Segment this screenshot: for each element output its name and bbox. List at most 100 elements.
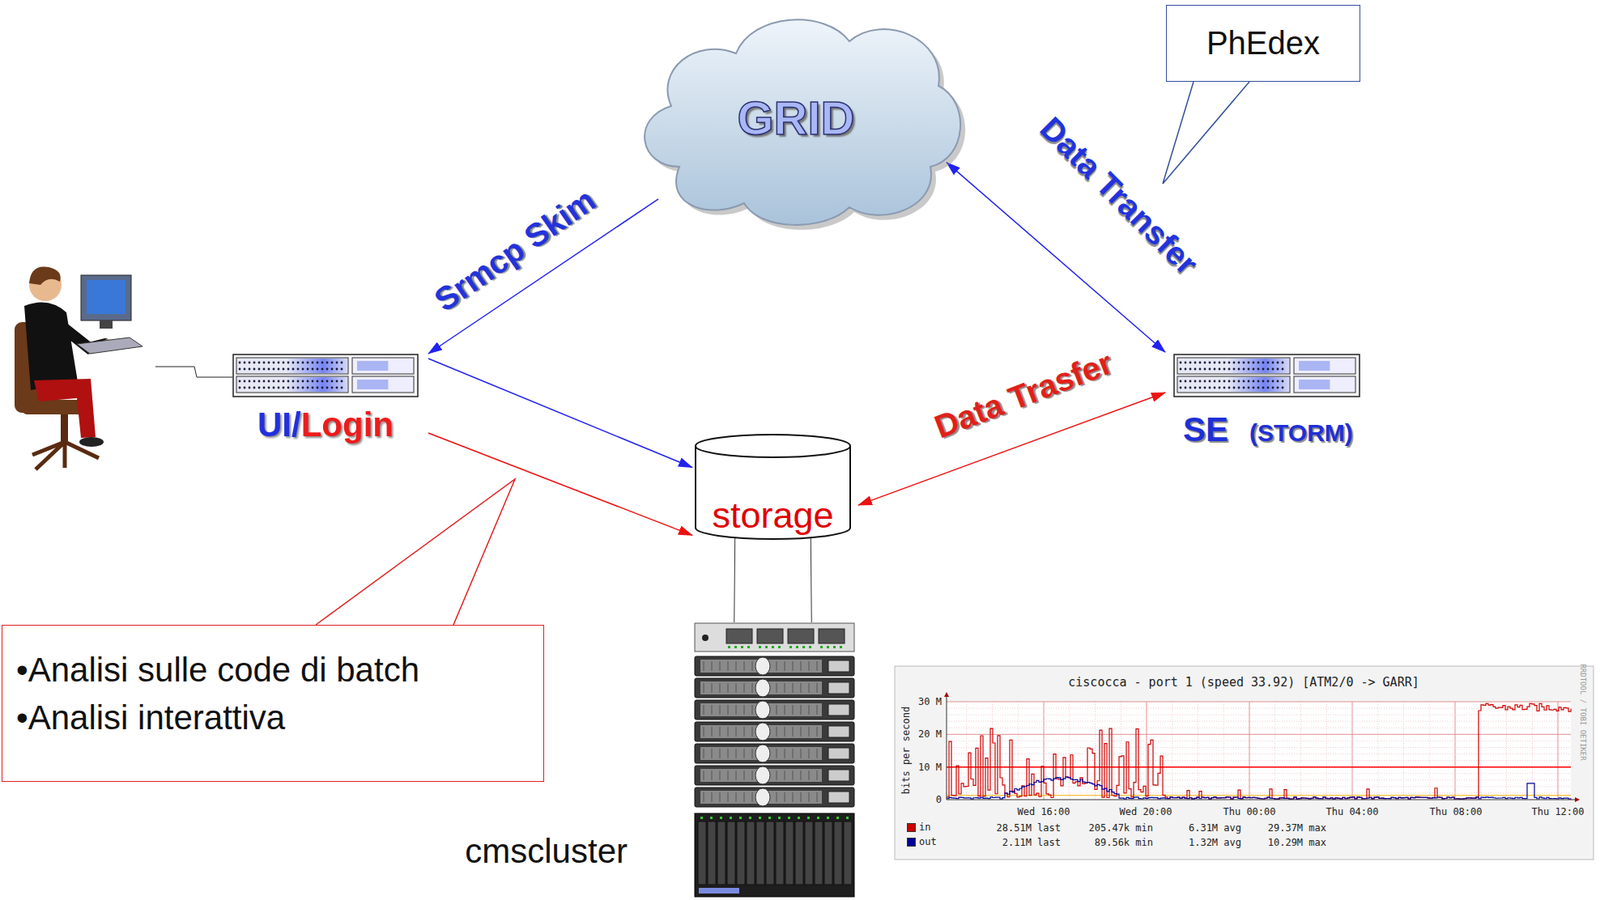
threshold-line bbox=[946, 766, 1571, 769]
blade-led bbox=[797, 817, 800, 820]
vent-dot bbox=[1179, 380, 1183, 383]
vent-dot bbox=[1184, 361, 1188, 365]
blade-led bbox=[700, 817, 703, 820]
vent-dot bbox=[340, 361, 344, 365]
grille-slot bbox=[784, 792, 786, 803]
vent-dot bbox=[326, 387, 329, 390]
port-led bbox=[727, 646, 731, 649]
grid-line bbox=[991, 702, 993, 800]
port-led bbox=[778, 646, 781, 649]
chart-label: bits per second bbox=[900, 706, 912, 795]
grille-slot bbox=[752, 748, 754, 759]
grille-slot bbox=[752, 683, 754, 694]
vent-dot bbox=[1272, 380, 1275, 383]
panel bbox=[352, 357, 414, 375]
switch-ports bbox=[787, 629, 814, 644]
vent-dot bbox=[297, 380, 300, 383]
grille-slot bbox=[727, 661, 729, 672]
grille-slot bbox=[800, 727, 802, 737]
vent-dot bbox=[277, 368, 281, 371]
legend-swatch bbox=[906, 823, 916, 833]
grille-slot bbox=[719, 705, 721, 715]
vent-dot bbox=[331, 361, 334, 365]
panel bbox=[1293, 376, 1356, 393]
vent-dot bbox=[258, 361, 261, 365]
vent-dot bbox=[1204, 361, 1207, 365]
grille-slot bbox=[736, 705, 737, 715]
grid-line bbox=[1120, 702, 1122, 800]
axis-arrow bbox=[1574, 797, 1580, 803]
grille-slot bbox=[817, 705, 818, 715]
vent-dot bbox=[1199, 380, 1202, 383]
vent-dot bbox=[243, 368, 247, 371]
server-bay bbox=[828, 791, 850, 804]
chassis-bar bbox=[698, 888, 740, 894]
port-led bbox=[808, 646, 812, 649]
blade bbox=[785, 821, 794, 886]
legend-text: in bbox=[919, 821, 931, 834]
vent-dot bbox=[248, 380, 252, 383]
blade bbox=[814, 821, 823, 886]
grille-slot bbox=[800, 683, 802, 694]
grille-slot bbox=[703, 683, 705, 694]
blade bbox=[717, 821, 726, 886]
vent-dot bbox=[311, 387, 315, 390]
grille-slot bbox=[719, 683, 721, 694]
grille-slot bbox=[808, 748, 810, 759]
grille-slot bbox=[808, 792, 810, 803]
grille-slot bbox=[736, 727, 737, 737]
grille-slot bbox=[703, 748, 705, 759]
blade bbox=[843, 821, 852, 886]
vent-dot bbox=[263, 387, 266, 390]
server-unit bbox=[694, 765, 855, 786]
vent-dot bbox=[248, 387, 252, 390]
grille-slot bbox=[817, 770, 818, 781]
grid-line bbox=[946, 786, 1571, 788]
port-led bbox=[747, 646, 750, 649]
grille-slot bbox=[752, 727, 754, 737]
grille-slot bbox=[744, 792, 745, 803]
blade bbox=[834, 821, 843, 886]
vent-dot bbox=[1208, 380, 1212, 383]
grille-slot bbox=[703, 661, 705, 672]
grille-slot bbox=[800, 748, 802, 759]
monitor-stand bbox=[99, 320, 113, 329]
vent-dot bbox=[1262, 380, 1265, 383]
switch bbox=[694, 623, 855, 652]
legend-text: out bbox=[919, 836, 937, 848]
vent-dot bbox=[1189, 368, 1192, 371]
vent-dot bbox=[1228, 368, 1231, 371]
axis bbox=[946, 800, 1576, 801]
grid-line bbox=[1377, 702, 1379, 800]
vent-dot bbox=[1238, 368, 1241, 371]
vent-dot bbox=[282, 368, 286, 371]
callout-box: PhEdex bbox=[1165, 4, 1361, 82]
vent-dot bbox=[297, 361, 300, 365]
grid-line bbox=[946, 721, 1571, 723]
vent-dot bbox=[1204, 387, 1207, 390]
grille-slot bbox=[752, 705, 754, 715]
grid-line bbox=[1403, 702, 1405, 800]
grille-slot bbox=[784, 770, 786, 781]
callout-text: PhEdex bbox=[1206, 25, 1320, 62]
blade-led bbox=[846, 817, 849, 820]
grille-slot bbox=[703, 727, 705, 737]
grid-line bbox=[946, 702, 1571, 703]
vent-dot bbox=[1179, 387, 1183, 390]
vent-dot bbox=[272, 368, 276, 371]
vent-dot bbox=[287, 387, 290, 390]
vent-dot bbox=[321, 368, 324, 371]
chart-label: 29.37M max bbox=[1268, 822, 1327, 835]
vent-dot bbox=[272, 387, 276, 390]
grille-slot bbox=[800, 792, 802, 803]
vent-dot bbox=[1272, 387, 1275, 390]
chart-label: Thu 08:00 bbox=[1429, 806, 1482, 818]
vent-dot bbox=[1272, 368, 1275, 371]
grille-slot bbox=[776, 792, 778, 803]
server-icon bbox=[232, 353, 419, 398]
storage-name: storage bbox=[693, 494, 852, 537]
vent-dot bbox=[248, 368, 252, 371]
vent-dot bbox=[1189, 380, 1192, 383]
grid-line bbox=[1480, 702, 1481, 800]
chart-label: Thu 04:00 bbox=[1325, 806, 1379, 818]
